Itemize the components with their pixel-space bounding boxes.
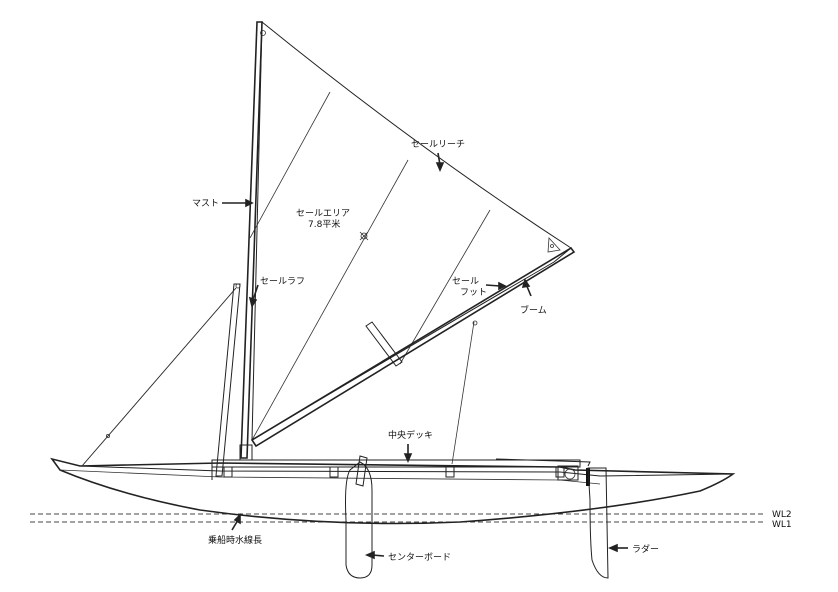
boom-label: ブーム xyxy=(520,304,547,316)
rudder-label: ラダー xyxy=(632,543,659,555)
stern-fitting xyxy=(557,465,590,486)
center-of-effort-mark xyxy=(359,231,369,241)
sail-foot-label-2: フット xyxy=(460,288,487,298)
sail-area-value: 7.8平米 xyxy=(308,218,340,230)
rudder xyxy=(587,467,609,579)
sheet-line xyxy=(451,320,478,465)
forward-spar xyxy=(215,283,241,477)
centerboard-label: センターボード xyxy=(388,552,451,563)
forestay xyxy=(81,287,237,467)
mast xyxy=(239,21,266,461)
waterline-length-label: 乗船時水線長 xyxy=(208,534,262,546)
center-deck xyxy=(211,458,591,480)
centerboard xyxy=(345,455,373,579)
mast-label: マスト xyxy=(192,199,219,209)
sail xyxy=(249,20,572,441)
sail-leech-label: セールリーチ xyxy=(411,139,465,150)
sail-foot-label-1: セール xyxy=(452,276,479,287)
sail-luff-label: セールラフ xyxy=(260,276,305,287)
sail-area-label: セールエリア xyxy=(296,208,350,219)
boom xyxy=(250,246,576,448)
wl2-label: WL2 xyxy=(772,510,792,520)
label-arrows xyxy=(222,152,628,560)
hull xyxy=(50,457,736,525)
center-deck-label: 中央デッキ xyxy=(388,429,433,441)
wl1-label: WL1 xyxy=(772,520,792,530)
